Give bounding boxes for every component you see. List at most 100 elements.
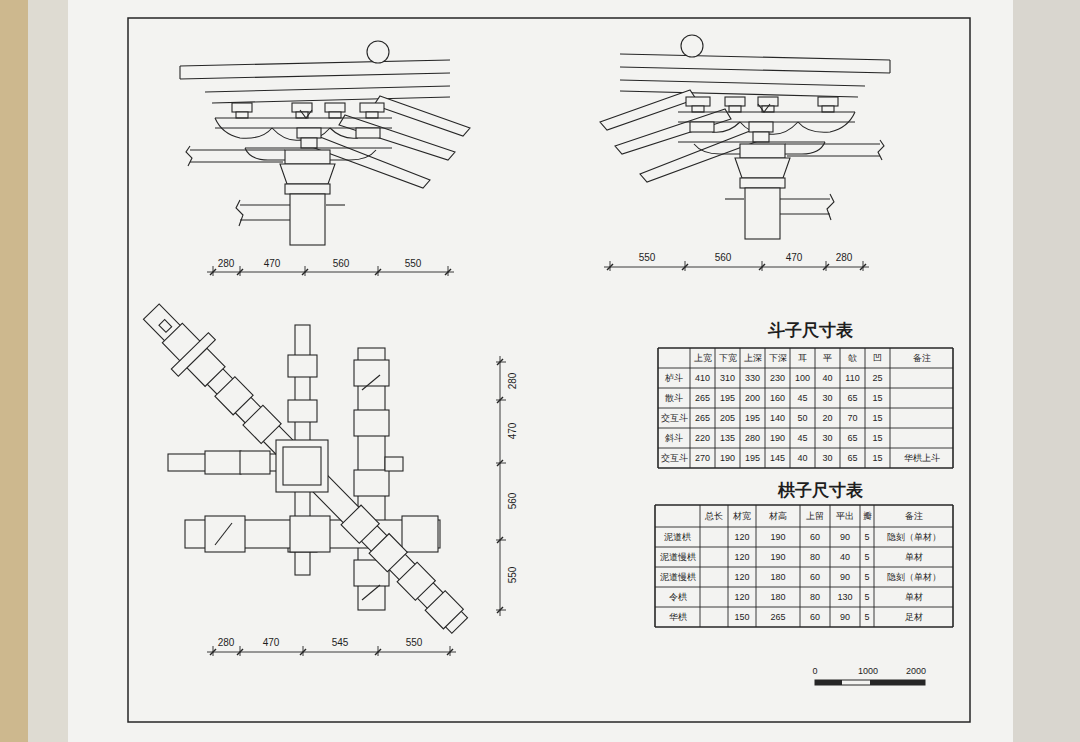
table-cell: 220 [695, 434, 710, 443]
elevation-drawing [740, 144, 785, 158]
scale-bar [870, 680, 925, 685]
table-cell: 耳 [798, 354, 807, 363]
elevation-drawing [620, 54, 890, 60]
table-cell: 单材 [905, 553, 923, 562]
plan-drawing [215, 523, 232, 545]
elevation-drawing [620, 67, 890, 73]
table-cell: 265 [695, 394, 710, 403]
plan-drawing [205, 451, 241, 474]
elevation-drawing [681, 35, 703, 57]
elevation-drawing [735, 158, 790, 178]
table-grid [715, 348, 716, 468]
table-cell: 备注 [913, 354, 931, 363]
table-grid [658, 467, 953, 469]
table-cell: 材高 [769, 512, 787, 521]
table-cell: 上深 [744, 354, 762, 363]
plan-drawing [362, 585, 380, 600]
table-cell: 交互斗 [661, 454, 688, 463]
elevation-drawing [692, 106, 704, 112]
table-cell: 110 [845, 374, 859, 383]
dimension-line [302, 269, 308, 275]
table-cell: 30 [822, 454, 832, 463]
dimension-line [823, 264, 829, 270]
dimension-label: 470 [264, 259, 281, 269]
elevation-drawing [798, 112, 855, 132]
table-grid [658, 368, 953, 369]
dimension-line [207, 272, 454, 273]
table-cell: 40 [822, 374, 832, 383]
table-cell: 下宽 [719, 354, 737, 363]
table-grid [655, 348, 953, 627]
table-cell: 190 [770, 533, 785, 542]
table-cell: 270 [695, 454, 710, 463]
table-cell: 65 [847, 434, 857, 443]
elevation-drawing [240, 219, 290, 220]
elevation-drawing [300, 110, 312, 118]
elevation-drawing [290, 194, 325, 245]
plan-drawing [283, 447, 321, 485]
table-cell: 330 [745, 374, 760, 383]
table-cell: 隐刻（单材） [887, 573, 941, 582]
table-cell: 80 [810, 593, 820, 602]
table-cell: 30 [822, 434, 832, 443]
table-grid [690, 348, 691, 468]
elevation-drawing [878, 140, 884, 160]
elevation-drawing [785, 143, 880, 144]
table-cell: 100 [795, 374, 810, 383]
elevation-drawing [280, 164, 335, 184]
scale-bar [815, 680, 842, 685]
frame [128, 18, 970, 722]
table-grid [840, 348, 841, 468]
elevation-drawing [205, 86, 450, 92]
elevation-drawing [179, 66, 180, 79]
elevation-drawing [729, 106, 741, 112]
table-grid [658, 428, 953, 429]
table-cell: 70 [847, 414, 857, 423]
table-grid [952, 348, 954, 468]
dimension-line [237, 649, 243, 655]
plan-drawing [425, 591, 463, 629]
table-cell: 130 [837, 593, 852, 602]
plan-drawing [143, 304, 467, 633]
table-grid [658, 388, 953, 389]
plan-drawing [205, 516, 245, 552]
dimension-label: 470 [786, 253, 803, 263]
elevation-drawing [186, 146, 192, 166]
elevation-drawing [236, 112, 248, 118]
scale-label: 1000 [858, 667, 878, 676]
table-cell: 265 [770, 613, 785, 622]
table-cell: 60 [810, 533, 820, 542]
table-grid [657, 348, 659, 468]
dimension-line [210, 269, 216, 275]
table-cell: 65 [847, 394, 857, 403]
table-cell: 230 [770, 374, 785, 383]
dimension-line [607, 264, 613, 270]
elevation-drawing [725, 97, 745, 106]
dimension-line [445, 269, 451, 275]
table-grid [654, 505, 656, 627]
table-grid [658, 408, 953, 409]
plan-drawing [354, 410, 389, 436]
plan-drawing [369, 534, 407, 572]
table-cell: 上留 [806, 512, 824, 521]
table-grid [865, 348, 866, 468]
table-grid [728, 505, 729, 627]
table-cell: 90 [840, 533, 850, 542]
elevation-drawing [678, 141, 825, 142]
table-grid [952, 505, 954, 627]
elevation-drawing [190, 161, 283, 162]
elevation-drawing [366, 112, 378, 118]
table-cell: 25 [872, 374, 882, 383]
table-cell: 泥道慢栱 [660, 553, 696, 562]
table-cell: 30 [822, 394, 832, 403]
table-cell: 5 [864, 613, 869, 622]
table-cell: 泥道栱 [664, 533, 691, 542]
elevation-drawing [215, 117, 392, 118]
table-cell: 150 [734, 613, 749, 622]
plan-drawing [243, 405, 281, 443]
table-cell: 隐刻（单材） [887, 533, 941, 542]
dimension-label: 560 [508, 493, 518, 510]
elevation-drawing [326, 204, 345, 205]
table-cell: 205 [720, 414, 735, 423]
